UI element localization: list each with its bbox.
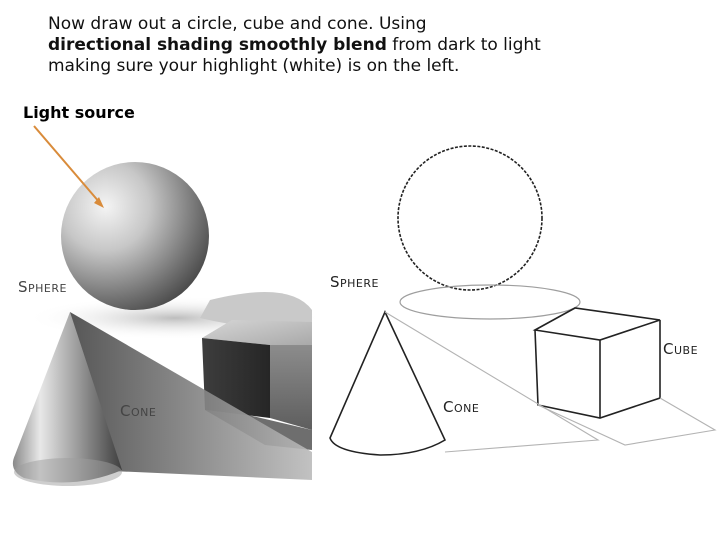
outline-cone-shadow — [384, 311, 600, 453]
cube-front-face — [270, 345, 312, 430]
instruction-line-2: directional shading smoothly blend from … — [48, 35, 688, 56]
cube-top-face — [202, 320, 312, 345]
outline-cube-top — [532, 307, 661, 341]
instructions: Now draw out a circle, cube and cone. Us… — [48, 14, 688, 77]
instruction-line-3: making sure your highlight (white) is on… — [48, 56, 460, 76]
outline-drawing — [329, 145, 717, 456]
instruction-line-1: Now draw out a circle, cube and cone. Us… — [48, 14, 427, 34]
shaded-sphere-label: Sphere — [18, 278, 67, 296]
outline-sphere — [397, 145, 543, 291]
instruction-bold-phrase: directional shading smoothly blend — [48, 35, 387, 55]
cone-base — [14, 458, 122, 486]
shaded-cone — [12, 312, 122, 483]
outline-cube-body — [534, 320, 661, 419]
shaded-cone-label: Cone — [120, 402, 156, 420]
light-source-arrow — [33, 125, 104, 208]
arrow-line — [33, 125, 101, 204]
instruction-line-2-rest: from dark to light — [386, 35, 541, 55]
shaded-drawing: Sphere Cone — [12, 162, 325, 486]
cube-dark-face — [202, 338, 270, 418]
sphere-cast-shadow — [200, 292, 312, 330]
arrow-head — [94, 197, 104, 208]
outline-sphere-label: Sphere — [330, 273, 379, 291]
cone-cast-shadow — [70, 312, 312, 480]
outline-sphere-shadow — [399, 284, 581, 320]
outline-cube-shadow — [537, 397, 717, 446]
outline-cone-label: Cone — [443, 398, 479, 416]
outline-cube-label: Cube — [663, 340, 698, 358]
light-source-label: Light source — [23, 103, 135, 122]
outline-cone — [329, 310, 447, 456]
